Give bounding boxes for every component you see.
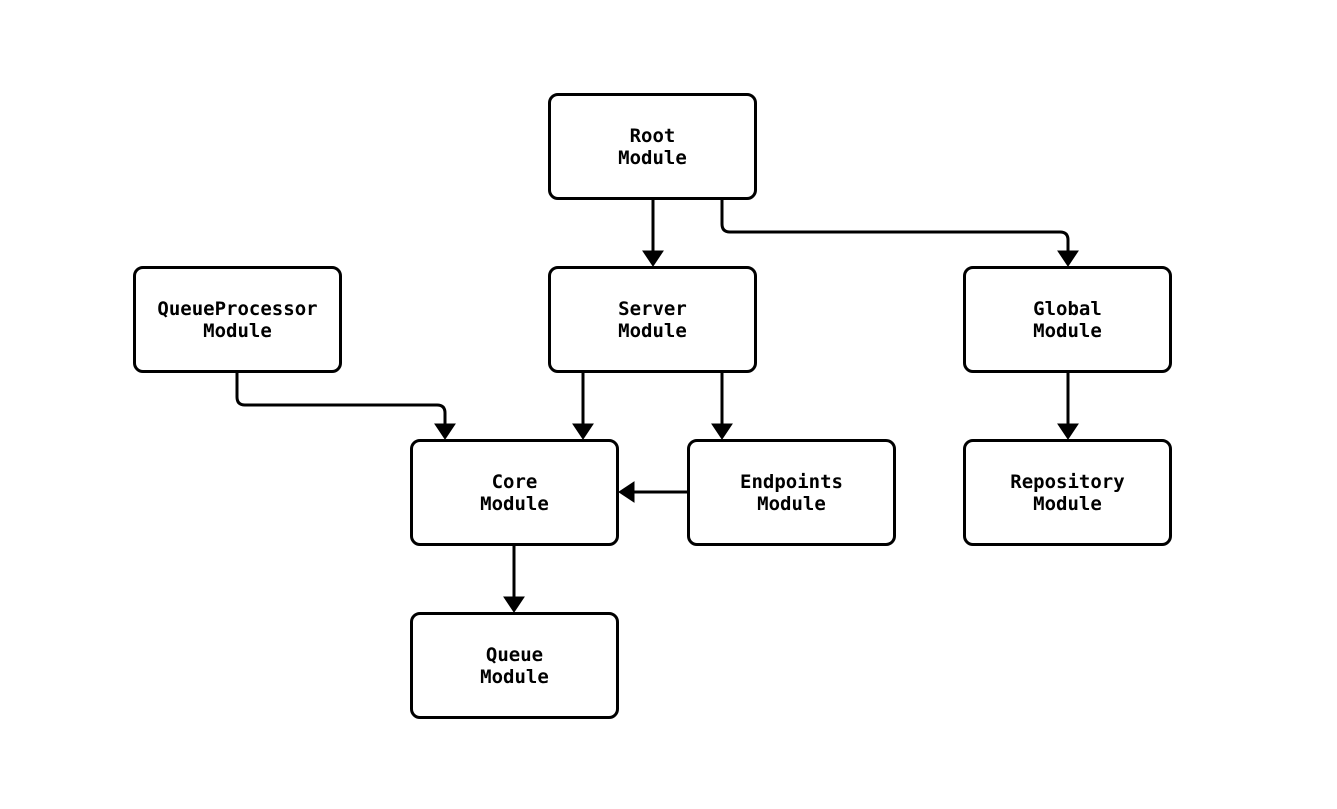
node-global-module: Global Module xyxy=(963,266,1172,373)
node-core-module: Core Module xyxy=(410,439,619,546)
arrowhead-icon xyxy=(503,596,525,613)
node-queue-module: Queue Module xyxy=(410,612,619,719)
node-label-line1: Queue xyxy=(485,643,544,666)
node-label-line2: Module xyxy=(1033,492,1102,515)
edge-server-to-endpoints xyxy=(711,373,733,440)
edge-queueprocessor-to-core xyxy=(235,373,456,440)
node-endpoints-module: Endpoints Module xyxy=(687,439,896,546)
node-label-line1: Server xyxy=(618,297,687,320)
edge-root-to-global xyxy=(720,198,1079,267)
arrowhead-icon xyxy=(1057,250,1079,267)
edge-server-to-core xyxy=(572,373,594,440)
node-label-line1: Repository xyxy=(1010,470,1125,493)
node-label-line2: Module xyxy=(618,146,687,169)
node-label-line2: Module xyxy=(618,319,687,342)
edge-root-to-server xyxy=(642,198,664,267)
node-repository-module: Repository Module xyxy=(963,439,1172,546)
node-label-line2: Module xyxy=(1033,319,1102,342)
node-label-line1: Endpoints xyxy=(740,470,843,493)
arrowhead-icon xyxy=(618,481,635,503)
edge-endpoints-to-core xyxy=(618,481,687,503)
node-label-line2: Module xyxy=(480,492,549,515)
node-root-module: Root Module xyxy=(548,93,757,200)
edge-global-to-repository xyxy=(1057,373,1079,440)
node-label-line2: Module xyxy=(757,492,826,515)
node-label-line1: Core xyxy=(491,470,538,493)
arrowhead-icon xyxy=(434,423,456,440)
node-label-line2: Module xyxy=(203,319,272,342)
edge-core-to-queue xyxy=(503,545,525,613)
node-label-line1: Root xyxy=(629,124,676,147)
node-label-line2: Module xyxy=(480,665,549,688)
node-label-line1: QueueProcessor xyxy=(157,297,318,320)
arrowhead-icon xyxy=(572,423,594,440)
arrowhead-icon xyxy=(1057,423,1079,440)
node-server-module: Server Module xyxy=(548,266,757,373)
arrowhead-icon xyxy=(642,250,664,267)
node-queueprocessor-module: QueueProcessor Module xyxy=(133,266,342,373)
arrowhead-icon xyxy=(711,423,733,440)
node-label-line1: Global xyxy=(1033,297,1102,320)
